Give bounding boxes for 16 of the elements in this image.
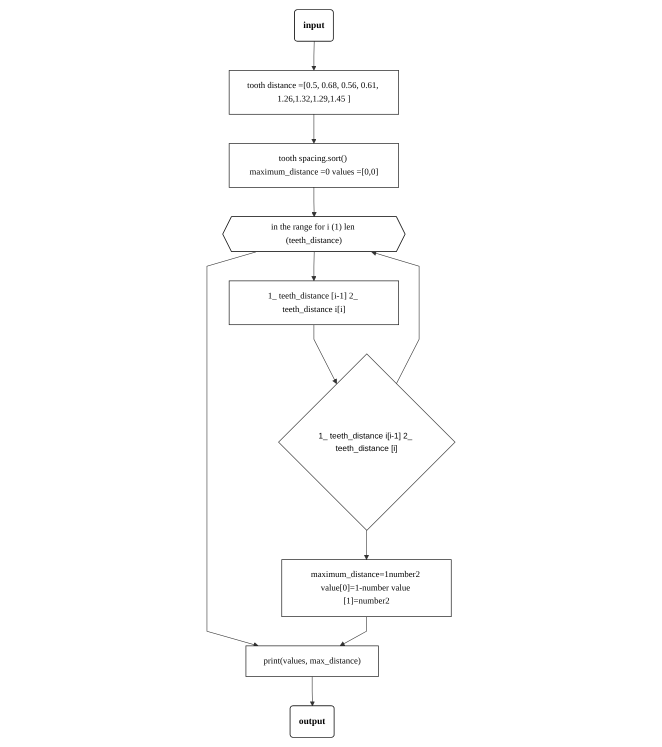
node-box: 1_ teeth_distance [i-1] 2_ teeth_distance i[i] (228, 280, 399, 326)
arrow (312, 187, 317, 218)
arrow (340, 616, 367, 646)
arrow (311, 114, 316, 144)
arrow (311, 41, 316, 71)
node-diamond: 1_ teeth_distance i[i-1] 2_ teeth_distance [i] (278, 353, 456, 531)
node-box: tooth spacing.sort() maximum_distance =0 values =[0,0] (228, 143, 399, 188)
node-box: maximum_distance=1number2 value[0]=1-number value [1]=number2 (281, 559, 452, 617)
arrow (371, 250, 420, 384)
arrow (311, 252, 316, 282)
node-box: tooth distance =[0.5, 0.68, 0.56, 0.61, 1.26,1.32,1.29,1.45 ] (228, 70, 399, 115)
arrow (310, 676, 315, 706)
arrow (206, 252, 258, 648)
node-box: print(values, max_distance) (246, 646, 379, 677)
arrow (314, 324, 337, 384)
arrow (364, 530, 370, 560)
